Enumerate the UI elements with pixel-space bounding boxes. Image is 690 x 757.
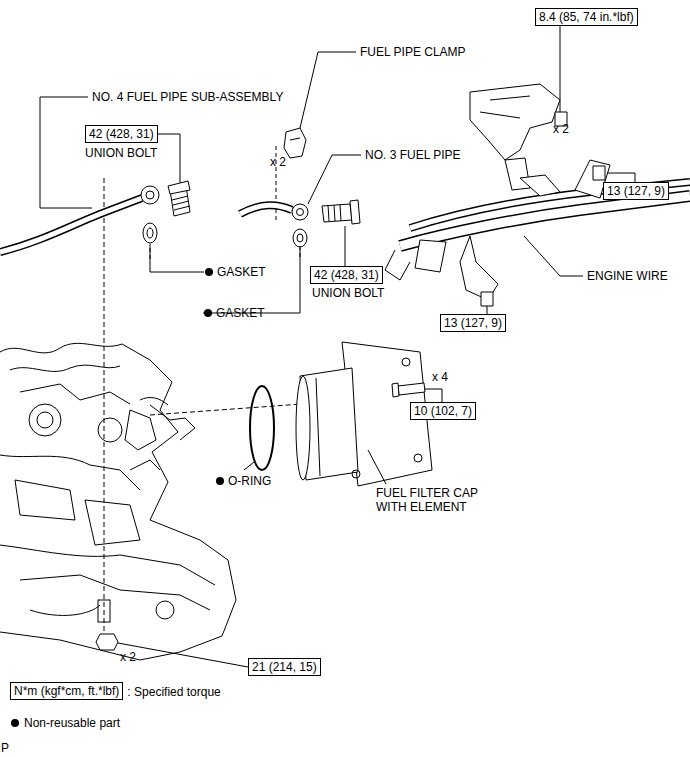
union-bolt — [168, 181, 190, 216]
fuel-pipe — [240, 204, 308, 220]
torque-value: 13 (127, 9) — [607, 184, 665, 198]
bolt-symbol — [96, 112, 605, 650]
torque-value: 13 (127, 9) — [444, 316, 502, 330]
o-ring — [250, 386, 274, 470]
leader-line — [118, 643, 248, 667]
part-name: NO. 3 FUEL PIPE — [365, 148, 461, 162]
torque-box: 42 (428, 31) — [310, 266, 383, 284]
part-name: O-RING — [228, 474, 271, 488]
leader-line — [158, 134, 180, 188]
non-reusable-dot — [204, 309, 212, 317]
fuel-pipe-clamp — [284, 128, 306, 158]
torque-value: 42 (428, 31) — [314, 268, 379, 282]
fuel-pipe — [0, 186, 159, 252]
part-name: UNION BOLT — [85, 146, 157, 160]
gasket — [143, 223, 157, 243]
torque-box: 13 (127, 9) — [440, 314, 506, 332]
torque-box: 21 (214, 15) — [248, 658, 321, 676]
quantity-note: x 2 — [270, 155, 286, 169]
torque-box: 8.4 (85, 74 in.*lbf) — [535, 8, 638, 26]
engine-sketch — [0, 343, 236, 660]
torque-value: 21 (214, 15) — [252, 660, 317, 674]
torque-value: 10 (102, 7) — [414, 404, 472, 418]
legend-dot — [11, 719, 19, 727]
figure-code: P — [1, 741, 9, 755]
union-bolt — [322, 200, 360, 224]
torque-box: 10 (102, 7) — [410, 402, 476, 420]
legend-text: Non-reusable part — [24, 716, 120, 730]
non-reusable-dot — [205, 268, 213, 276]
quantity-note: x 2 — [120, 650, 136, 664]
part-name: FUEL PIPE CLAMP — [360, 45, 466, 59]
quantity-note: x 4 — [432, 370, 448, 384]
torque-value: 8.4 (85, 74 in.*lbf) — [539, 10, 634, 24]
part-name: ENGINE WIRE — [587, 269, 668, 283]
part-name: FUEL FILTER CAP WITH ELEMENT — [376, 486, 478, 514]
leader-line — [605, 173, 635, 182]
non-reusable-dot — [216, 477, 224, 485]
leader-line — [425, 389, 442, 402]
torque-value: 42 (428, 31) — [89, 127, 154, 141]
legend-text: : Specified torque — [127, 685, 220, 699]
gasket — [293, 229, 307, 247]
part-name: GASKET — [217, 265, 266, 279]
part-name: NO. 4 FUEL PIPE SUB-ASSEMBLY — [92, 90, 283, 104]
torque-box: 42 (428, 31) — [85, 125, 158, 143]
engine-wire — [385, 84, 690, 300]
torque-box: 13 (127, 9) — [603, 182, 669, 200]
part-name: GASKET — [216, 306, 265, 320]
leader-line — [40, 52, 583, 484]
leader-line — [345, 226, 346, 266]
torque-value: N*m (kgf*cm, ft.*lbf) — [14, 684, 119, 698]
quantity-note: x 2 — [553, 122, 569, 136]
part-name: UNION BOLT — [312, 286, 384, 300]
torque-box: N*m (kgf*cm, ft.*lbf) — [10, 682, 123, 700]
